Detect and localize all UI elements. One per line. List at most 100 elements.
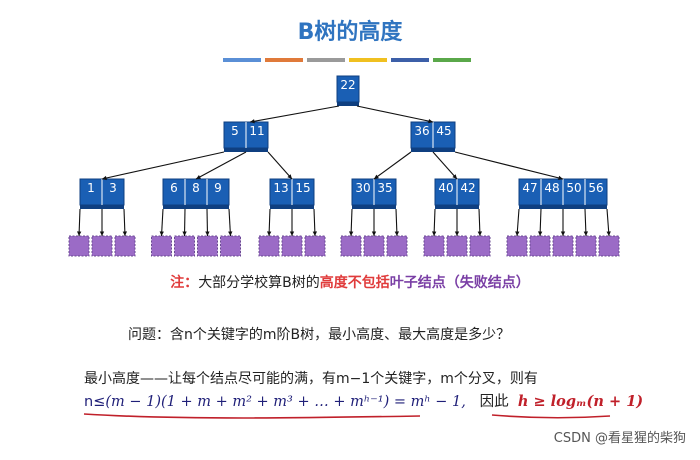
root-to-left-edge — [249, 105, 340, 123]
leaf-node — [114, 235, 136, 257]
root-node-pointer-strip — [337, 102, 359, 106]
level1-node-key: 36 — [414, 124, 429, 138]
level2-to-leaf-edge — [268, 208, 271, 237]
level2-to-leaf-edge — [123, 208, 126, 237]
leaf-node — [174, 235, 195, 257]
level2-to-leaf-edge-head — [537, 231, 543, 236]
formula-underline — [83, 413, 421, 419]
level2-node-key: 6 — [170, 181, 178, 195]
leaf-node — [469, 235, 491, 257]
page-title: B树的高度 — [297, 20, 403, 45]
level2-node-pointer-strip — [435, 205, 479, 209]
level1-to-level2-edge-head — [102, 175, 107, 181]
level1-to-level2-edge-head — [287, 174, 292, 179]
note-text: 大部分学校算B树的 — [198, 275, 320, 291]
level2-node-key: 47 — [522, 181, 537, 195]
level2-to-leaf-edge-head — [159, 231, 164, 236]
leaf-node — [197, 235, 218, 257]
level2-to-leaf-edge — [160, 208, 164, 237]
formula-n: n≤ — [84, 394, 106, 410]
level2-node-key: 42 — [460, 181, 475, 195]
level2-to-leaf-edge-head — [583, 231, 589, 236]
level2-to-leaf-edge-head — [515, 231, 520, 236]
level2-node-key: 8 — [192, 181, 200, 195]
level2-to-leaf-edge — [395, 208, 398, 237]
level2-node-key: 48 — [544, 181, 559, 195]
leaf-node — [258, 235, 280, 257]
leaf-node — [363, 235, 385, 257]
root-to-right-edge-head — [428, 118, 433, 124]
level1-to-level2-edge-head — [452, 174, 457, 179]
color-stripe — [265, 58, 303, 62]
csdn-watermark: CSDN @看星猩的柴狗 — [553, 431, 686, 446]
level2-to-leaf-edge-head — [76, 231, 82, 236]
leaf-node — [529, 235, 551, 257]
level2-to-leaf-edge-head — [394, 231, 400, 236]
level2-to-leaf-edge — [78, 208, 81, 237]
min-height-description: 最小高度——让每个结点尽可能的满，有m−1个关键字，m个分叉，则有 — [84, 371, 538, 387]
level2-to-leaf-edge-head — [99, 231, 105, 236]
level2-to-leaf-edge-head — [228, 231, 233, 236]
level2-to-leaf-edge-head — [606, 231, 611, 236]
level2-node-key: 56 — [588, 181, 603, 195]
level2-to-leaf-edge — [350, 208, 353, 237]
note-highlight-leaf: 叶子结点（失败结点） — [389, 275, 530, 291]
level2-node-pointer-strip — [163, 205, 229, 209]
color-stripe — [307, 58, 345, 62]
leaf-node — [575, 235, 597, 257]
level2-to-leaf-edge-head — [454, 231, 460, 236]
level2-to-leaf-edge-head — [348, 231, 354, 236]
level2-to-leaf-edge-head — [431, 231, 437, 236]
level2-to-leaf-edge-head — [122, 231, 128, 236]
leaf-node — [281, 235, 303, 257]
leaf-node — [423, 235, 445, 257]
leaf-node — [386, 235, 408, 257]
color-stripe — [433, 58, 471, 62]
level2-node-key: 3 — [109, 181, 117, 195]
level2-node-key: 9 — [214, 181, 222, 195]
level2-to-leaf-edge — [228, 208, 232, 237]
color-stripe — [223, 58, 261, 62]
level2-to-leaf-edge — [313, 208, 316, 237]
leaf-node — [552, 235, 574, 257]
leaf-node — [506, 235, 528, 257]
leaf-node — [151, 235, 172, 257]
level2-node-pointer-strip — [270, 205, 314, 209]
level1-to-level2-edge — [432, 151, 458, 180]
level2-to-leaf-edge-head — [182, 231, 187, 236]
level2-node-pointer-strip — [352, 205, 396, 209]
level2-to-leaf-edge — [433, 208, 436, 237]
level2-node-key: 40 — [438, 181, 453, 195]
leaf-node — [446, 235, 468, 257]
level2-to-leaf-edge-head — [560, 231, 566, 236]
level1-to-level2-edge — [454, 151, 564, 180]
color-stripe — [349, 58, 387, 62]
result-underline — [491, 414, 611, 419]
level2-node-key: 50 — [566, 181, 581, 195]
leaf-node — [91, 235, 113, 257]
root-to-left-edge-head — [250, 119, 255, 124]
level2-node-key: 35 — [377, 181, 392, 195]
level2-node-key: 30 — [355, 181, 370, 195]
formula-line: n≤(m − 1)(1 + m + m² + m³ + … + mʰ⁻¹) = … — [84, 390, 643, 411]
level1-node-pointer-strip — [411, 148, 455, 152]
level2-node-pointer-strip — [80, 205, 124, 209]
level2-to-leaf-edge-head — [266, 231, 272, 236]
color-stripe — [391, 58, 429, 62]
level1-node-key: 11 — [249, 124, 264, 138]
leaf-node — [304, 235, 326, 257]
leaf-node — [340, 235, 362, 257]
question-text: 问题：含n个关键字的m阶B树，最小高度、最大高度是多少？ — [128, 327, 511, 343]
level2-node-key: 13 — [273, 181, 288, 195]
level1-to-level2-edge — [373, 151, 412, 180]
level2-to-leaf-edge-head — [289, 231, 295, 236]
level2-to-leaf-edge — [606, 208, 610, 237]
leaf-node — [68, 235, 90, 257]
level2-node-key: 15 — [295, 181, 310, 195]
level1-to-level2-edge — [267, 151, 293, 180]
note-highlight-height: 高度不包括 — [319, 275, 390, 291]
formula-sum: (m − 1)(1 + m + m² + m³ + … + mʰ⁻¹) = mʰ… — [105, 394, 466, 410]
level2-to-leaf-edge — [584, 208, 587, 237]
level1-to-level2-edge-head — [374, 174, 379, 179]
